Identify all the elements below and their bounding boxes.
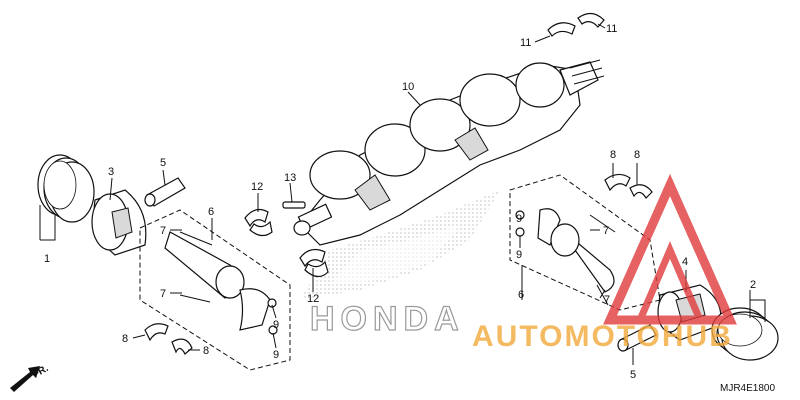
watermark: AUTOMOTOHUB [472,173,737,353]
callout-5-left: 5 [160,157,166,169]
callout-9-a: 9 [273,319,279,331]
dowel-pin-drawing [282,201,306,209]
callout-9-b: 9 [273,349,279,361]
callout-6-left: 6 [208,206,214,218]
piston-pin-right [617,324,657,352]
honda-wing-logo: HONDA [300,190,500,339]
callout-12-a: 12 [251,181,263,193]
callout-7-b: 7 [160,288,166,300]
piston-left [91,189,147,256]
watermark-text: AUTOMOTOHUB [472,320,733,353]
callout-7-a: 7 [160,225,166,237]
callout-11-a: 11 [520,37,531,49]
piston-rings-left [37,154,95,223]
callout-5-right: 5 [630,369,636,381]
callout-9-d: 9 [516,249,522,261]
callout-8-c: 8 [610,149,616,161]
conrod-assembly-right [509,174,661,311]
front-direction-arrow: FR. [10,363,51,392]
bearings-8-right [604,173,653,199]
callout-4: 4 [682,256,688,268]
bearings-8-left [144,323,193,355]
callout-9-c: 9 [516,213,522,225]
front-direction-label: FR. [31,363,51,381]
callout-7-c: 7 [603,225,609,237]
callout-11-b: 11 [606,23,617,35]
conrod-assembly-left [139,209,291,371]
callout-12-b: 12 [307,293,319,305]
callout-7-d: 7 [604,294,610,306]
leader-lines [39,23,766,365]
callout-10: 10 [402,81,414,93]
callout-2: 2 [750,279,756,291]
callout-1: 1 [44,253,50,265]
callout-3: 3 [108,166,114,178]
honda-logo-text: HONDA [310,300,465,338]
diagram-code: MJR4E1800 [720,383,775,394]
piston-pin-left [144,177,186,207]
crankshaft-drawing [293,59,605,246]
callout-8-b: 8 [203,345,209,357]
callout-8-d: 8 [634,149,640,161]
callout-8-a: 8 [122,333,128,345]
main-bearings-upper [547,12,605,37]
callout-13: 13 [284,172,296,184]
callout-labels: 1 2 3 4 5 5 6 6 7 7 7 7 8 8 8 8 9 9 9 9 … [44,23,756,381]
callout-6-right: 6 [518,289,524,301]
bearings-12-drawing [244,208,329,278]
